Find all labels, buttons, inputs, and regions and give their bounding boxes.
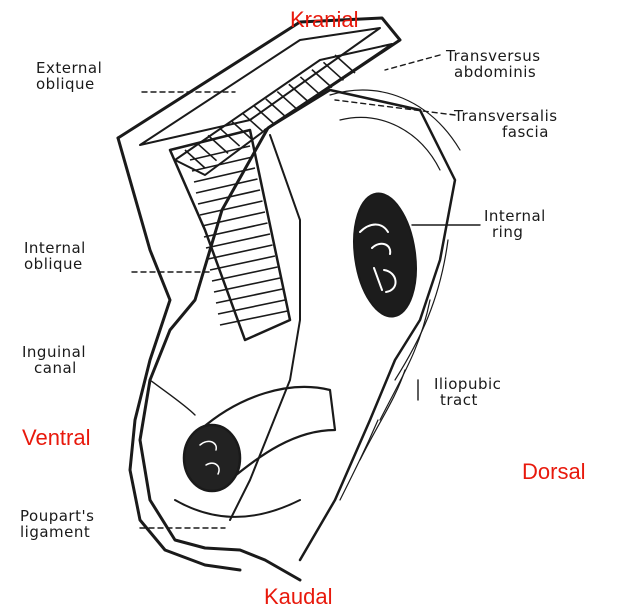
posterior-wall-outline [265, 90, 455, 560]
ligament-edge [175, 500, 300, 517]
label-transversus-abdominis: Transversus abdominis [446, 48, 541, 80]
hatch-stroke [208, 245, 273, 259]
outer-wall-left-edge [118, 138, 240, 570]
direction-dorsal: Dorsal [522, 460, 586, 484]
fascia-contour [340, 117, 440, 170]
hatch-stroke [190, 146, 250, 160]
hatch-stroke [289, 84, 309, 102]
canal-opening [184, 425, 240, 491]
label-iliopubic-tract: Iliopubic tract [434, 376, 501, 408]
hatch-stroke [323, 62, 343, 80]
fascia-contour [340, 420, 378, 500]
hatch-stroke [210, 256, 275, 270]
label-internal-ring: Internal ring [484, 208, 546, 240]
hatch-stroke [218, 300, 285, 314]
label-internal-oblique: Internal oblique [24, 240, 86, 272]
label-external-oblique: External oblique [36, 60, 102, 92]
hatch-stroke [198, 190, 260, 204]
external-oblique-band [140, 28, 380, 145]
hatch-stroke [200, 201, 263, 215]
hatch-stroke [335, 55, 355, 73]
label-pouparts-ligament: Poupart's ligament [20, 508, 94, 540]
fascia-contour [380, 300, 430, 420]
hatch-stroke [243, 113, 263, 131]
hatch-stroke [202, 212, 265, 226]
hatch-stroke [196, 179, 258, 193]
label-transversalis-fascia: Transversalis fascia [454, 108, 558, 140]
hatch-stroke [204, 223, 268, 237]
leader-transversus [385, 55, 440, 70]
direction-ventral: Ventral [22, 426, 91, 450]
fascia-contour [330, 90, 460, 150]
label-inguinal-canal: Inguinal canal [22, 344, 86, 376]
hatch-stroke [300, 77, 320, 95]
hatch-stroke [220, 311, 288, 325]
internal-ring-shape [347, 189, 424, 320]
leader-transversalis [335, 100, 455, 115]
direction-caudal: Kaudal [264, 585, 333, 609]
leader-inguinal-canal [150, 380, 195, 415]
hatch-stroke [312, 70, 332, 88]
direction-cranial: Kranial [290, 8, 358, 32]
